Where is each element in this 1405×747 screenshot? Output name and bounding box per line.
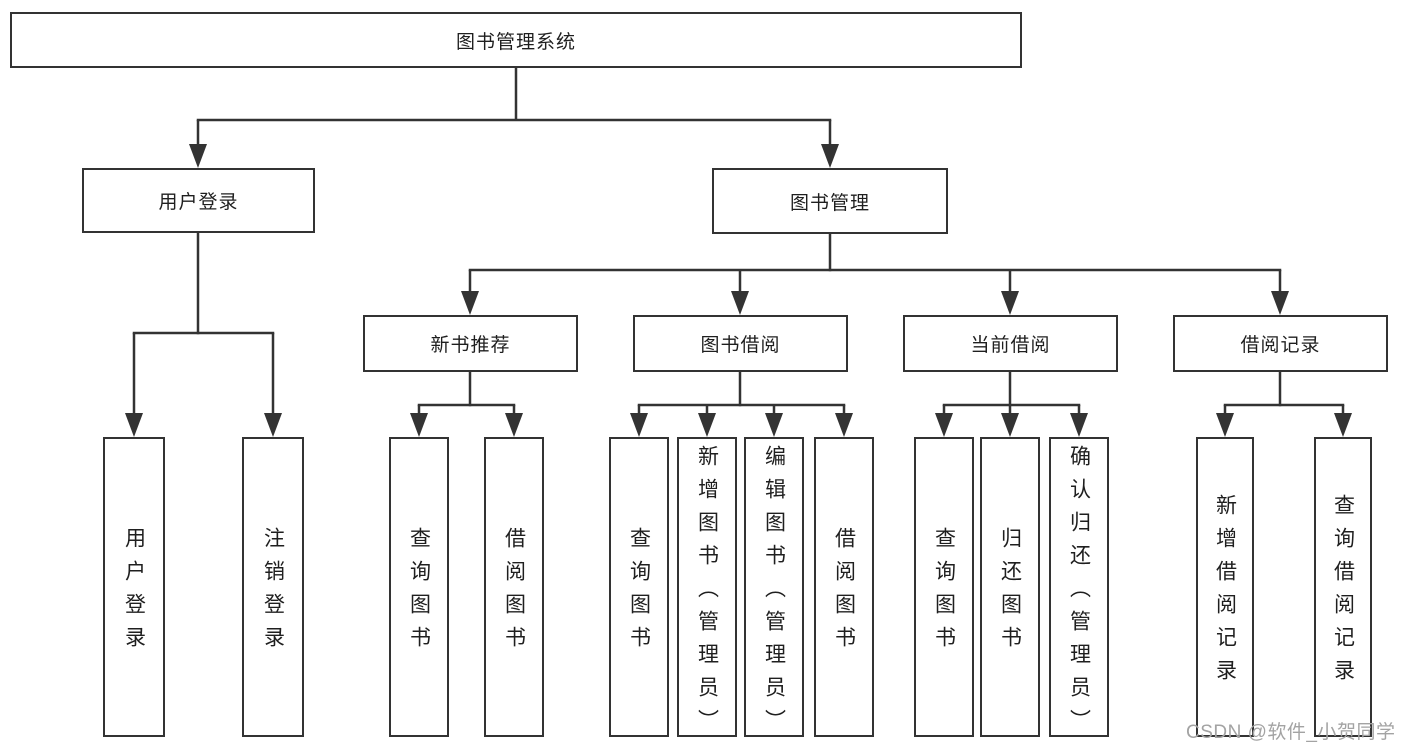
leaf-query-books-3: 查询图书: [914, 437, 974, 737]
node-label: 图书管理系统: [455, 31, 576, 53]
node-label: 归还图书: [998, 527, 1022, 659]
node-current-borrowing: 当前借阅: [903, 315, 1118, 372]
leaf-query-borrow-record: 查询借阅记录: [1314, 437, 1372, 737]
node-label: 新增借阅记录: [1213, 494, 1237, 692]
node-label: 查询借阅记录: [1331, 494, 1355, 692]
node-label: 当前借阅: [970, 335, 1051, 356]
node-user-login: 用户登录: [82, 168, 315, 233]
csdn-watermark: CSDN @软件_小贺同学: [1186, 722, 1396, 743]
leaf-borrow-books-1: 借阅图书: [484, 437, 544, 737]
leaf-borrow-books-2: 借阅图书: [814, 437, 874, 737]
node-borrowing-records: 借阅记录: [1173, 315, 1388, 372]
leaf-user-login: 用户登录: [103, 437, 165, 737]
node-label: 用户登录: [158, 192, 239, 213]
node-label: 新书推荐: [430, 335, 511, 356]
leaf-logout: 注销登录: [242, 437, 304, 737]
node-label: 用户登录: [122, 527, 146, 659]
node-label: 新增图书（管理员）: [695, 444, 719, 742]
node-label: 编辑图书（管理员）: [762, 444, 786, 742]
leaf-query-books-1: 查询图书: [389, 437, 449, 737]
node-label: 图书管理: [789, 192, 870, 214]
leaf-confirm-return-admin: 确认归还（管理员）: [1049, 437, 1109, 742]
leaf-query-books-2: 查询图书: [609, 437, 669, 737]
leaf-return-books: 归还图书: [980, 437, 1040, 737]
node-label: 查询图书: [932, 527, 956, 659]
leaf-add-books-admin: 新增图书（管理员）: [677, 437, 737, 742]
node-label: 借阅图书: [502, 527, 526, 659]
node-label: 查询图书: [407, 527, 431, 659]
leaf-add-borrow-record: 新增借阅记录: [1196, 437, 1254, 737]
node-label: 注销登录: [261, 527, 285, 659]
leaf-edit-books-admin: 编辑图书（管理员）: [744, 437, 804, 742]
node-label: 确认归还（管理员）: [1067, 444, 1091, 742]
node-label: 查询图书: [627, 527, 651, 659]
node-library-management-system: 图书管理系统: [10, 12, 1022, 68]
node-new-book-recommendation: 新书推荐: [363, 315, 578, 372]
node-book-borrowing: 图书借阅: [633, 315, 848, 372]
node-label: 借阅图书: [832, 527, 856, 659]
node-label: 借阅记录: [1240, 335, 1321, 356]
node-book-management: 图书管理: [712, 168, 948, 234]
node-label: 图书借阅: [700, 335, 781, 356]
